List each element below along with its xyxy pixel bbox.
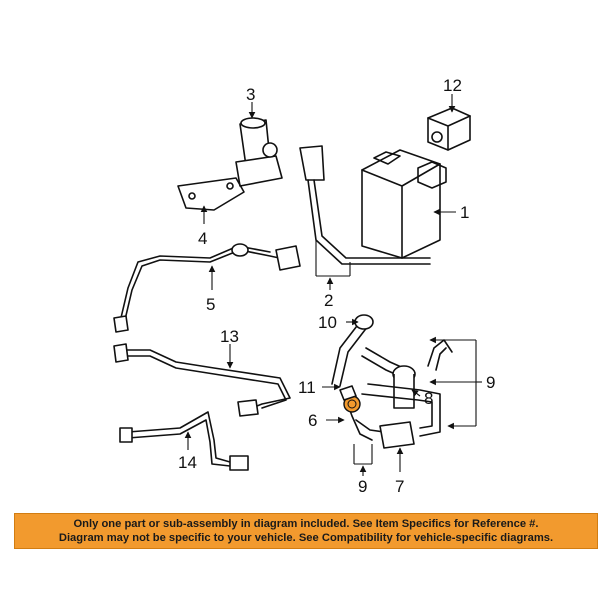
leader-8 xyxy=(411,389,421,397)
callout-5: 5 xyxy=(206,295,215,314)
callout-13: 13 xyxy=(220,327,239,346)
disclaimer-banner: Only one part or sub-assembly in diagram… xyxy=(14,513,598,549)
callout-9-bottom: 9 xyxy=(358,477,367,496)
disclaimer-line-1: Only one part or sub-assembly in diagram… xyxy=(73,518,539,530)
part-2-bracket xyxy=(299,145,431,290)
leader-9-bottom xyxy=(353,444,373,476)
callout-9-right: 9 xyxy=(486,373,495,392)
callout-11: 11 xyxy=(298,378,316,397)
part-1-canister xyxy=(361,149,456,259)
part-13-hose xyxy=(113,343,291,417)
part-14-hose xyxy=(119,411,249,471)
part-3-valve xyxy=(235,102,283,187)
part-5-hose xyxy=(113,243,301,333)
part-4-bracket xyxy=(177,177,245,224)
callout-1: 1 xyxy=(460,203,469,222)
callout-12: 12 xyxy=(443,76,462,95)
callout-4: 4 xyxy=(198,229,207,248)
callout-6: 6 xyxy=(308,411,317,430)
part-12-sensor xyxy=(427,94,471,151)
callout-2: 2 xyxy=(324,291,333,310)
leader-9-right xyxy=(429,336,482,430)
part-cluster-6-11 xyxy=(331,314,453,449)
callout-3: 3 xyxy=(246,85,255,104)
callout-7: 7 xyxy=(395,477,404,496)
callout-14: 14 xyxy=(178,453,197,472)
disclaimer-line-2: Diagram may not be specific to your vehi… xyxy=(58,532,554,544)
callout-10: 10 xyxy=(318,313,337,332)
callout-8: 8 xyxy=(424,389,433,408)
